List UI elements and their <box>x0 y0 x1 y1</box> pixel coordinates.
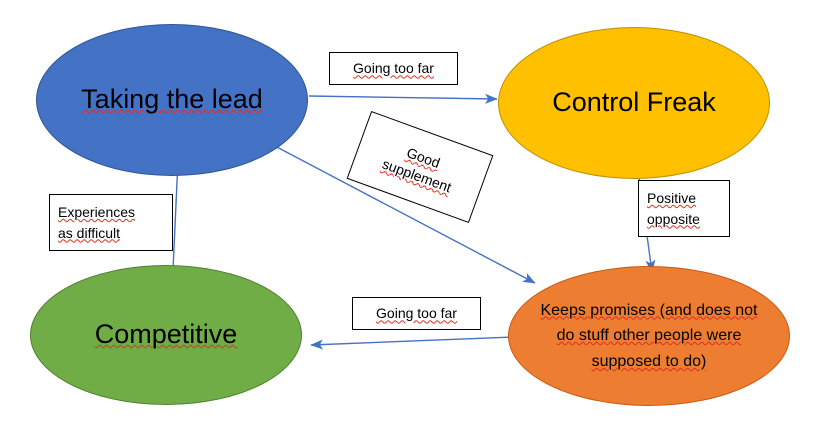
edge-label-experiences-as-difficult-text: Experiences as difficult <box>58 204 136 241</box>
edge-label-good-supplement-text: Good supplement <box>380 144 454 196</box>
node-competitive[interactable]: Competitive <box>30 265 302 405</box>
edge-label-going-too-far-top[interactable]: Going too far <box>329 52 458 85</box>
node-control-freak-label: Control Freak <box>552 87 716 118</box>
edge-label-positive-opposite-text: Positive opposite <box>647 190 700 227</box>
node-taking-the-lead[interactable]: Taking the lead <box>36 24 308 176</box>
edge-label-going-too-far-bottom[interactable]: Going too far <box>352 297 481 330</box>
edge-label-going-too-far-top-text: Going too far <box>353 60 434 77</box>
node-keeps-promises-label: Keeps promises (and does not do stuff ot… <box>540 301 758 370</box>
node-keeps-promises[interactable]: Keeps promises (and does not do stuff ot… <box>508 266 790 406</box>
edge-label-good-supplement[interactable]: Good supplement <box>346 110 494 224</box>
node-taking-the-lead-label: Taking the lead <box>81 84 263 115</box>
node-control-freak[interactable]: Control Freak <box>498 27 770 179</box>
edge-label-going-too-far-bottom-text: Going too far <box>376 305 457 322</box>
edge-label-experiences-as-difficult[interactable]: Experiences as difficult <box>49 194 173 251</box>
node-competitive-label: Competitive <box>94 319 238 350</box>
edge-lead-to-control <box>308 93 498 104</box>
edge-competitive-to-lead <box>172 159 183 271</box>
edge-keeps-to-competitive <box>310 336 514 350</box>
edge-label-positive-opposite[interactable]: Positive opposite <box>638 180 730 237</box>
